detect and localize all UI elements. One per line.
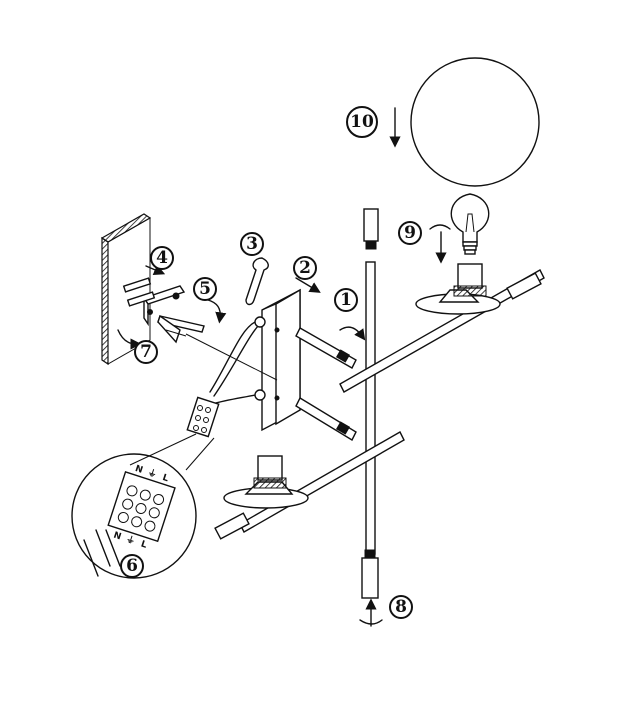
bulb-icon: [450, 193, 490, 255]
wall-dowels: [122, 277, 156, 307]
upper-arm: [339, 263, 545, 393]
terminal-block-icon: [186, 396, 220, 438]
step-3-callout: 3: [240, 232, 264, 256]
step-5-number: 5: [199, 279, 211, 299]
wrench-icon: [245, 257, 269, 306]
step-2-number: 2: [299, 258, 311, 278]
back-plate: [261, 288, 301, 432]
rotate-arrow-icon: [429, 224, 451, 264]
step-7-number: 7: [140, 342, 152, 362]
wall-plate-icon: [100, 213, 152, 366]
step-10-callout: 10: [346, 106, 378, 138]
step-6-number: 6: [126, 556, 138, 576]
glass-globe-icon: [410, 57, 540, 187]
terminal-label-top-n: N: [134, 464, 144, 476]
step-8-callout: 8: [389, 595, 413, 619]
step-10-number: 10: [350, 112, 374, 132]
step-4-number: 4: [156, 248, 168, 268]
wall-rotate-arrow-icon: [117, 329, 142, 350]
terminal-label-top-l: L: [161, 473, 170, 484]
install-end-cap-arrow-icon: [359, 598, 383, 627]
step-1-callout: 1: [334, 288, 358, 312]
step-5-callout: 5: [193, 277, 217, 301]
step-7-callout: 7: [134, 340, 158, 364]
terminal-label-top-earth: ⏚: [146, 467, 158, 480]
terminal-label-bottom-earth: ⏚: [125, 534, 137, 547]
screwdriver-icon: [157, 314, 205, 344]
central-pole: [361, 208, 379, 599]
step-9-number: 9: [404, 223, 416, 243]
mounting-bracket: [142, 285, 186, 327]
terminal-label-bottom-n: N: [112, 531, 122, 543]
wiring: [185, 316, 280, 405]
step-2-callout: 2: [293, 256, 317, 280]
step-8-number: 8: [395, 597, 407, 617]
step-6-callout: 6: [120, 554, 144, 578]
terminal-detail-magnifier: N ⏚ L N ⏚ L: [71, 433, 215, 579]
lower-arm: [214, 431, 405, 540]
step-3-number: 3: [246, 234, 258, 254]
step-9-callout: 9: [398, 221, 422, 245]
rotate-screw-arrow-icon: [207, 299, 227, 324]
push-plate-arrow-icon: [295, 277, 321, 293]
mounting-rods: [295, 327, 357, 441]
terminal-label-bottom-l: L: [140, 539, 149, 550]
step-4-callout: 4: [150, 246, 174, 270]
rotate-arm-arrow-icon: [339, 326, 366, 341]
step-1-number: 1: [340, 290, 352, 310]
drill-arrow-icon: [145, 264, 166, 275]
